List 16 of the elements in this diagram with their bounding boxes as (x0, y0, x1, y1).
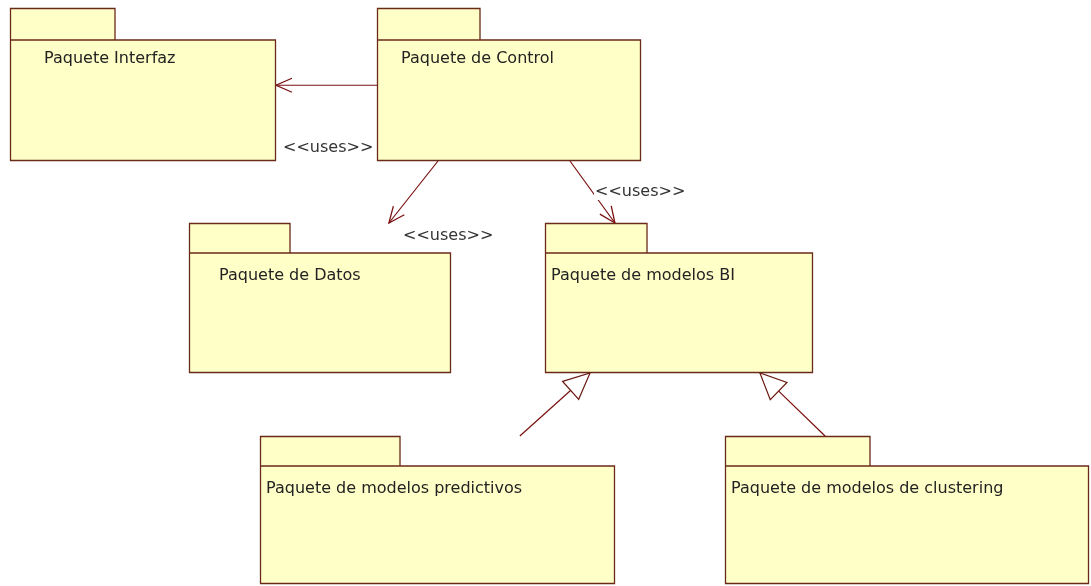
package-name: Paquete de Control (401, 48, 554, 68)
package-name: Paquete de Datos (219, 265, 361, 285)
package-box (260, 436, 615, 584)
package-box (725, 436, 1089, 584)
package-name: Paquete de modelos de clustering (731, 478, 1004, 498)
package-name: Paquete de modelos BI (551, 265, 735, 285)
dependency-arrow (388, 160, 439, 224)
package-name: Paquete Interfaz (44, 48, 176, 68)
package-name: Paquete de modelos predictivos (266, 478, 523, 498)
generalization-arrow (519, 372, 591, 437)
dependency-arrow (569, 160, 616, 224)
generalization-arrow (759, 372, 826, 437)
package-box (545, 223, 813, 373)
package-box (377, 8, 641, 161)
package-box (10, 8, 276, 161)
dependency-arrow (275, 77, 378, 93)
